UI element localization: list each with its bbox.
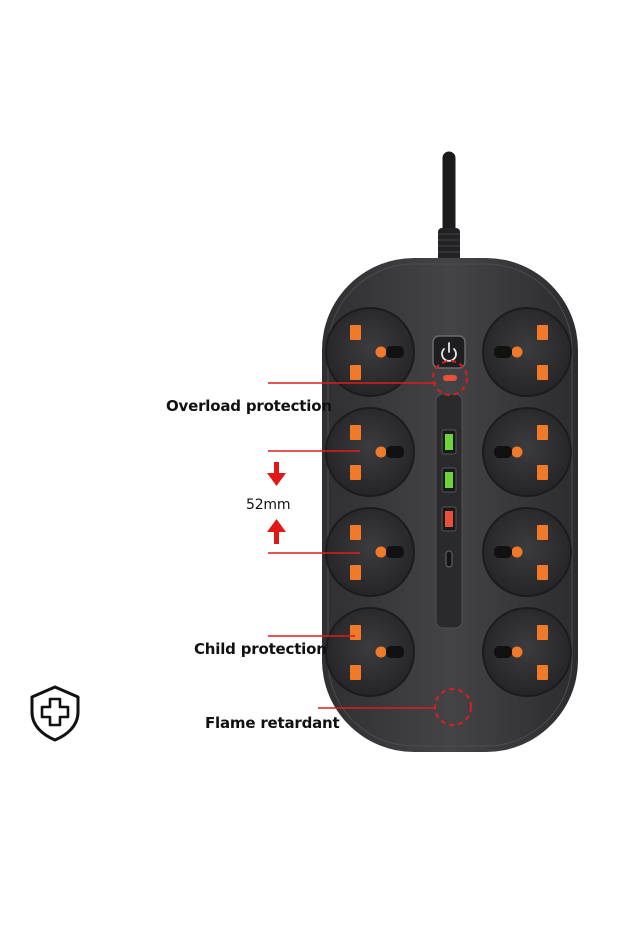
socket-right-3 [482,507,572,597]
arrow-down-icon [267,462,286,486]
flame-highlight-circle [434,688,472,726]
child-protection-label: Child protection [194,640,327,658]
power-cable [438,151,460,265]
socket-right-4 [482,607,572,697]
power-icon [441,342,457,362]
overload-protection-label: Overload protection [166,397,332,415]
arrow-up-icon [267,519,286,544]
socket-left-2 [325,407,415,497]
power-button [432,335,466,369]
usb-port-green-1 [441,429,457,455]
spacing-dimension-label: 52mm [246,497,291,513]
socket-left-3 [325,507,415,597]
socket-left-4 [325,607,415,697]
socket-right-2 [482,407,572,497]
socket-left-1 [325,307,415,397]
usb-port-green-2 [441,467,457,493]
usb-c-port [445,550,453,568]
overload-highlight-circle [432,360,468,396]
flame-retardant-label: Flame retardant [205,714,340,732]
overload-indicator-light [443,375,457,381]
shield-cross-icon [30,685,80,742]
usb-port-red [441,506,457,532]
socket-right-1 [482,307,572,397]
